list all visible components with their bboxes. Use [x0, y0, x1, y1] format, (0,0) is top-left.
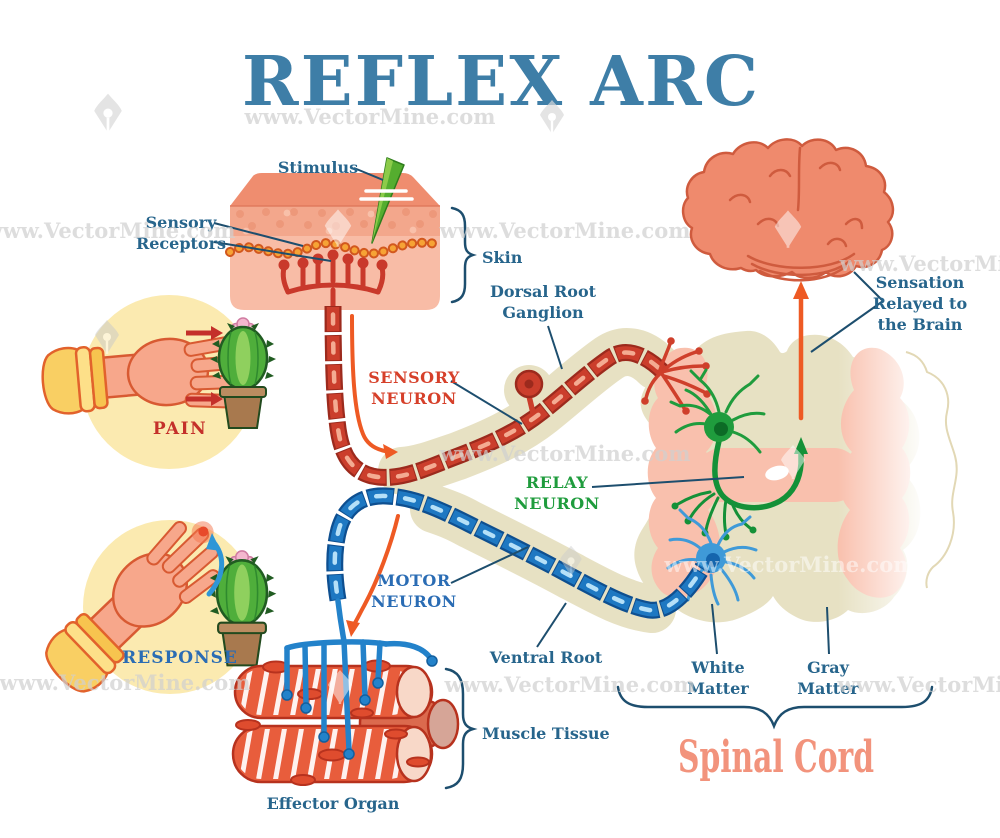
watermark-pen-icon [94, 93, 122, 133]
watermark-text: www.VectorMine.com [0, 218, 235, 243]
gray-matter-pointer [826, 606, 830, 655]
label-sensation-2: Relayed to [873, 294, 968, 313]
watermark-text: www.VectorMine.com [837, 672, 1000, 697]
muscle-fiber-back-end [426, 698, 460, 750]
ganglion-nucleus [524, 379, 534, 389]
spinal-cord-brace [616, 685, 934, 730]
ventral-root-pointer [536, 602, 567, 648]
efferent-arrowhead [346, 620, 360, 637]
motor-trunk [335, 598, 347, 644]
response-vignette: RESPONSE [35, 503, 278, 708]
muscle-nuclei [235, 659, 430, 786]
relay-nucleus [714, 422, 728, 436]
response-arrowhead [206, 533, 221, 551]
watermark-text: www.VectorMine.com [664, 552, 916, 577]
stimulus-pointer [353, 167, 384, 181]
sensory-neuron-chain [333, 306, 711, 477]
sensory-neuron-pointer [450, 380, 523, 425]
pain-arrowhead [211, 392, 223, 406]
relay-axon [712, 438, 804, 511]
nerve-ending-tips [278, 249, 388, 271]
muscle-tissue-brace [444, 667, 478, 790]
label-ventral-root: Ventral Root [489, 648, 603, 667]
relay-axon-arrowhead [794, 437, 808, 454]
central-canal [765, 465, 789, 481]
efferent-flow-arrow [351, 514, 400, 628]
pointer-lines [213, 167, 884, 655]
afferent-flow-arrow [350, 314, 387, 453]
label-motor-neuron-1: MOTOR [377, 571, 450, 590]
skin-brace [450, 206, 477, 304]
label-motor-neuron-2: NEURON [371, 592, 457, 611]
receptors-pointer-1 [213, 222, 304, 247]
label-muscle-tissue: Muscle Tissue [482, 724, 610, 743]
pain-vignette: PAIN [38, 295, 278, 469]
motor-splitter [284, 639, 389, 651]
relay-neuron-cell [669, 368, 808, 541]
label-sensory-receptors-2: Receptors [136, 234, 226, 253]
label-white-matter-2: Matter [687, 679, 749, 698]
label-relay-neuron-1: RELAY [526, 473, 588, 492]
skin-top-face [230, 173, 440, 206]
synaptic-knobs [281, 655, 438, 760]
motor-dendrites [666, 508, 758, 606]
fade-overlay [838, 300, 1000, 645]
label-gray-matter-1: Gray [807, 658, 849, 677]
motor-neuron-pointer [450, 546, 529, 584]
label-white-matter-1: White [690, 658, 744, 677]
pain-label: PAIN [153, 419, 207, 439]
motor-neuron-cell [666, 508, 758, 606]
afferent-arrowhead [383, 444, 398, 459]
label-dorsal-root-ganglion-1: Dorsal Root [490, 282, 597, 301]
sensory-terminal-branches [644, 342, 706, 410]
label-sensation-3: the Brain [878, 315, 963, 334]
ganglion-stem [526, 395, 536, 414]
cord-right-outline [905, 351, 958, 589]
receptors-pointer-2 [213, 241, 332, 262]
label-relay-neuron-2: NEURON [514, 494, 600, 513]
label-dorsal-root-ganglion-2: Ganglion [502, 303, 584, 322]
label-sensation-1: Sensation [876, 273, 965, 292]
watermark-text: www.VectorMine.com [439, 218, 691, 243]
sensory-terminal-knobs [641, 337, 711, 415]
label-skin: Skin [482, 248, 523, 267]
watermark-text: www.VectorMine.com [244, 104, 496, 129]
relay-dendrites [669, 368, 766, 454]
white-matter-pointer [711, 603, 718, 655]
muscle-fiber-top-end [395, 665, 433, 719]
pain-arrowhead [211, 326, 223, 340]
watermark-text: www.VectorMine.com [839, 251, 1000, 276]
sensation-pointer-cord [810, 300, 884, 353]
label-sensory-neuron-2: NEURON [371, 389, 457, 408]
label-gray-matter-2: Matter [797, 679, 859, 698]
label-stimulus: Stimulus [278, 158, 358, 177]
motor-nucleus [706, 553, 720, 567]
neuromuscular-junctions [281, 598, 438, 760]
to-brain-arrowhead [793, 281, 809, 299]
brain-illustration [681, 138, 895, 282]
relay-neuron-pointer [591, 476, 745, 488]
muscle-fiber-bottom-end [395, 725, 433, 783]
sensation-pointer-brain [853, 271, 884, 302]
response-label: RESPONSE [122, 648, 238, 668]
label-sensory-receptors-1: Sensory [146, 213, 217, 232]
ganglion-pointer [547, 325, 563, 370]
watermarks: www.VectorMine.com www.VectorMine.com ww… [0, 93, 1000, 704]
skin-highlight-lines [359, 189, 414, 201]
watermark-text: www.VectorMine.com [0, 670, 250, 695]
label-sensory-neuron-1: SENSORY [368, 368, 460, 387]
relay-branch-knobs [671, 502, 757, 541]
watermark-text: www.VectorMine.com [444, 672, 696, 697]
watermark-text: www.VectorMine.com [439, 441, 691, 466]
signal-flow-arrows [346, 281, 809, 637]
label-effector-organ: Effector Organ [267, 794, 400, 813]
label-spinal-cord: Spinal Cord [678, 732, 874, 783]
skin-illustration [225, 157, 445, 315]
page-title: REFLEX ARC [242, 42, 758, 122]
